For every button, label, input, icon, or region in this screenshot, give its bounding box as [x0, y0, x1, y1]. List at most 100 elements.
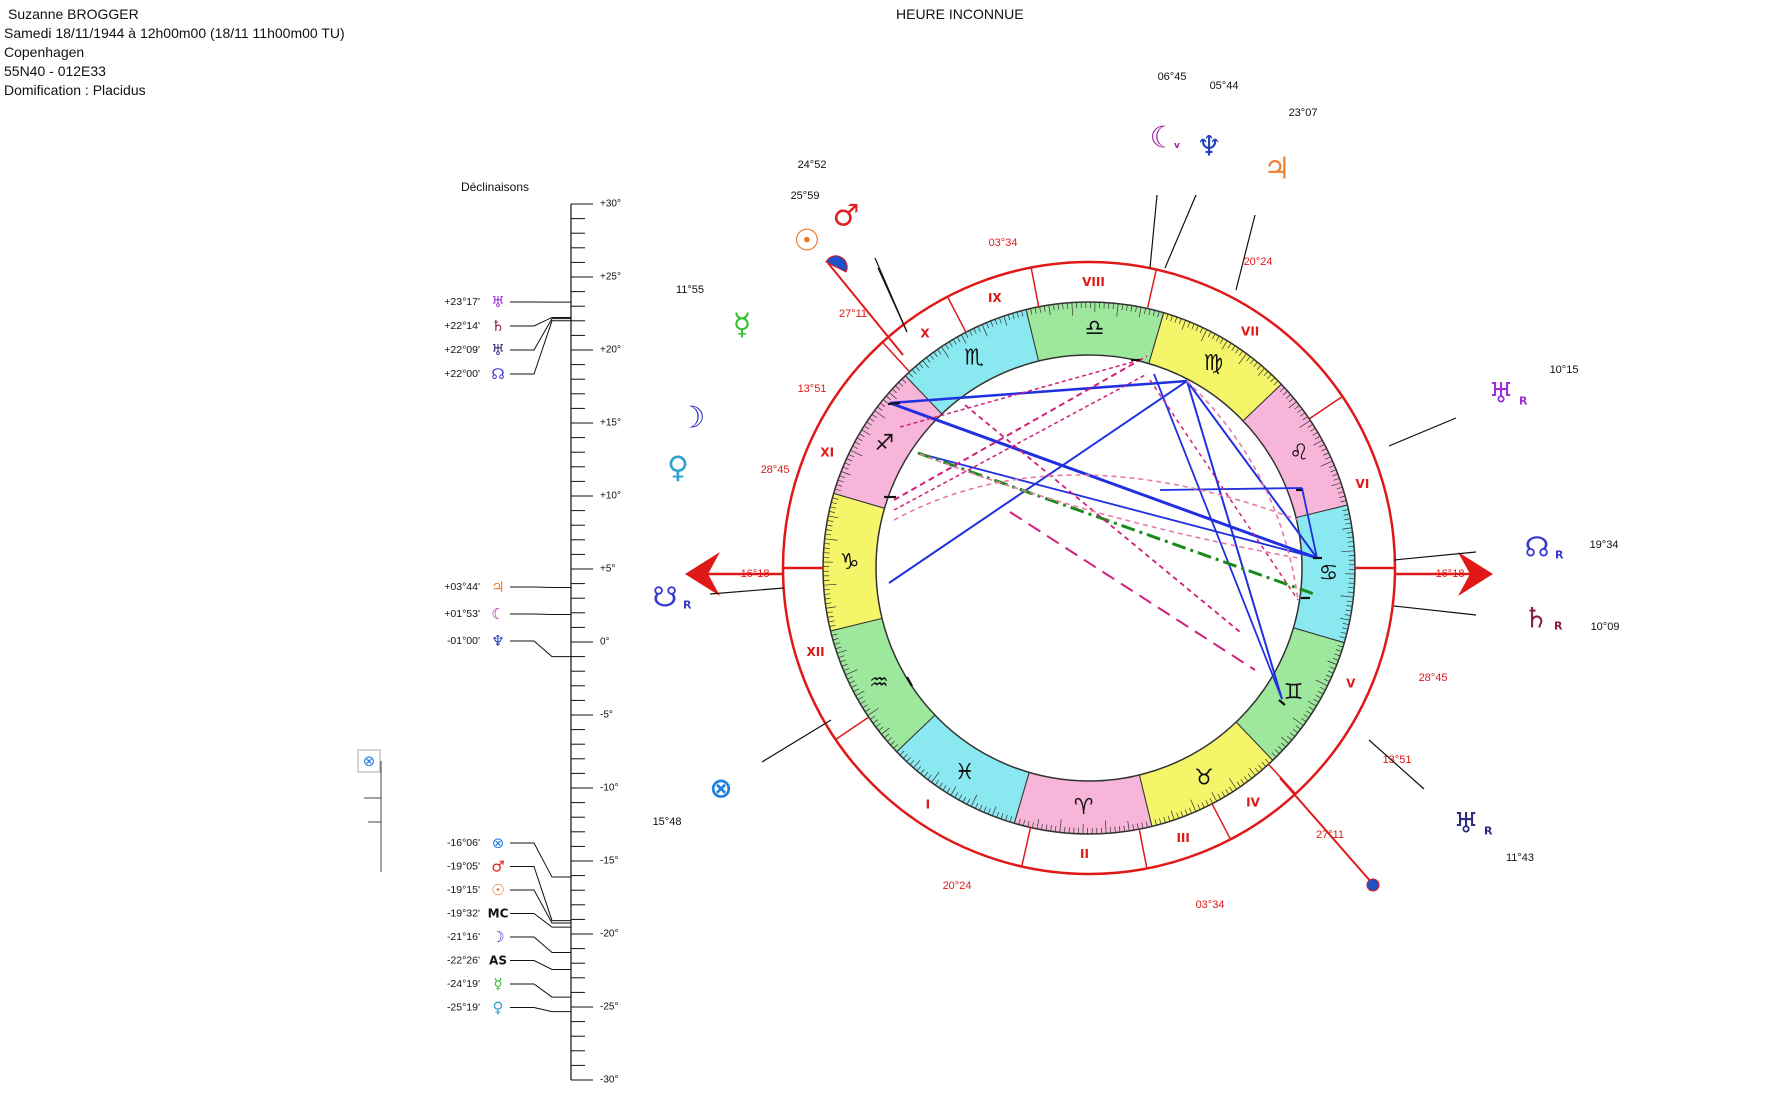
aspect-line-trine — [1301, 487, 1318, 559]
degree-tick — [1007, 314, 1011, 321]
planet-glyph: ☉ — [794, 224, 821, 259]
degree-tick — [881, 727, 890, 735]
degree-tick — [937, 349, 942, 355]
degree-tick — [1288, 397, 1294, 403]
degree-tick — [1273, 380, 1279, 386]
degree-tick — [1310, 427, 1316, 432]
degree-tick — [927, 774, 932, 780]
degree-tick — [933, 351, 938, 358]
planet-degree-label: 06°45 — [1158, 71, 1187, 83]
degree-tick — [1159, 312, 1164, 326]
declination-tick-label: +25° — [600, 272, 621, 283]
declination-planet-glyph: ♆ — [491, 632, 504, 650]
degree-tick — [1299, 420, 1311, 428]
degree-tick — [1334, 653, 1341, 657]
degree-tick — [1319, 686, 1326, 691]
degree-tick — [872, 719, 879, 724]
degree-tick — [1346, 605, 1353, 607]
declination-value-label: -22°26' — [447, 955, 480, 967]
retrograde-mark: R — [683, 599, 692, 612]
planet-glyph: ♅ — [1453, 807, 1478, 840]
degree-tick — [966, 798, 971, 805]
zodiac-sign-glyph: ♐ — [874, 431, 894, 456]
degree-tick — [874, 410, 886, 419]
degree-tick — [1331, 482, 1342, 487]
degree-tick — [1341, 550, 1355, 553]
planet-degree-label: 05°44 — [1210, 80, 1239, 92]
degree-tick — [1121, 304, 1124, 311]
declination-value-label: -19°15' — [447, 884, 480, 896]
degree-tick — [931, 771, 940, 783]
degree-tick — [1148, 813, 1153, 827]
degree-tick — [1313, 439, 1323, 446]
degree-tick — [1165, 313, 1169, 320]
house-number: VI — [1356, 477, 1370, 491]
aspect-line-square — [889, 401, 1318, 560]
declination-planet-glyph: ♅ — [491, 293, 504, 311]
degree-tick — [1319, 444, 1325, 448]
degree-tick — [834, 488, 841, 492]
degree-tick — [1123, 825, 1125, 832]
ic-marker — [1366, 878, 1380, 892]
degree-tick — [1180, 811, 1184, 817]
mc-marker — [825, 255, 848, 273]
degree-tick — [1167, 815, 1171, 822]
planet-leader-line — [877, 267, 908, 333]
declination-value-label: -21°16' — [447, 931, 480, 943]
degree-tick — [1347, 536, 1354, 539]
zodiac-sign-glyph: ♋ — [1319, 561, 1339, 586]
degree-tick — [1215, 335, 1220, 342]
degree-tick — [880, 402, 886, 408]
degree-tick — [1323, 452, 1329, 456]
degree-tick — [1342, 509, 1349, 512]
zodiac-sign-glyph: ♈ — [1074, 795, 1094, 820]
degree-tick — [1327, 660, 1337, 665]
degree-tick — [1347, 541, 1354, 543]
degree-tick — [983, 806, 987, 813]
retrograde-mark: R — [1484, 825, 1493, 838]
declination-planet-glyph: ☉ — [491, 881, 504, 899]
declination-leader-line — [510, 613, 571, 616]
degree-tick — [1345, 609, 1352, 612]
house-number: X — [920, 327, 930, 341]
zodiac-sign-glyph: ♓ — [955, 760, 975, 785]
degree-tick — [1270, 377, 1276, 383]
declination-value-label: -01°00' — [447, 635, 480, 647]
degree-tick — [863, 425, 870, 430]
degree-tick — [1135, 306, 1137, 313]
degree-tick — [1005, 814, 1008, 821]
degree-tick — [854, 441, 861, 446]
degree-tick — [1308, 706, 1315, 711]
degree-tick — [1018, 818, 1021, 825]
declination-value-label: +22°14' — [444, 320, 480, 332]
degree-tick — [832, 497, 839, 500]
degree-tick — [835, 646, 842, 650]
degree-tick — [1307, 424, 1314, 428]
degree-tick — [895, 385, 901, 390]
degree-tick — [836, 484, 843, 487]
declination-planet-glyph: ☊ — [491, 365, 504, 383]
degree-tick — [1282, 390, 1288, 396]
degree-tick — [884, 733, 890, 739]
degree-tick — [923, 771, 929, 777]
degree-tick — [1148, 309, 1151, 316]
declination-tick-label: -30° — [600, 1075, 618, 1086]
degree-tick — [1288, 401, 1297, 409]
degree-tick — [831, 633, 838, 636]
declination-leader-line — [510, 586, 571, 589]
house-cusp-line — [946, 296, 967, 333]
degree-tick — [990, 320, 994, 327]
degree-tick — [1292, 728, 1298, 734]
declination-planet-glyph: ♄ — [491, 317, 504, 335]
degree-tick — [1012, 313, 1015, 320]
degree-tick — [1320, 460, 1333, 467]
degree-tick — [1302, 416, 1308, 421]
degree-tick — [1231, 345, 1236, 351]
declination-tick-label: +15° — [600, 418, 621, 429]
degree-tick — [1271, 383, 1282, 394]
degree-tick — [969, 330, 973, 336]
planet-glyph: ♆ — [1196, 130, 1221, 163]
planet-glyph: ☾ — [1150, 121, 1177, 156]
degree-tick — [977, 326, 981, 332]
